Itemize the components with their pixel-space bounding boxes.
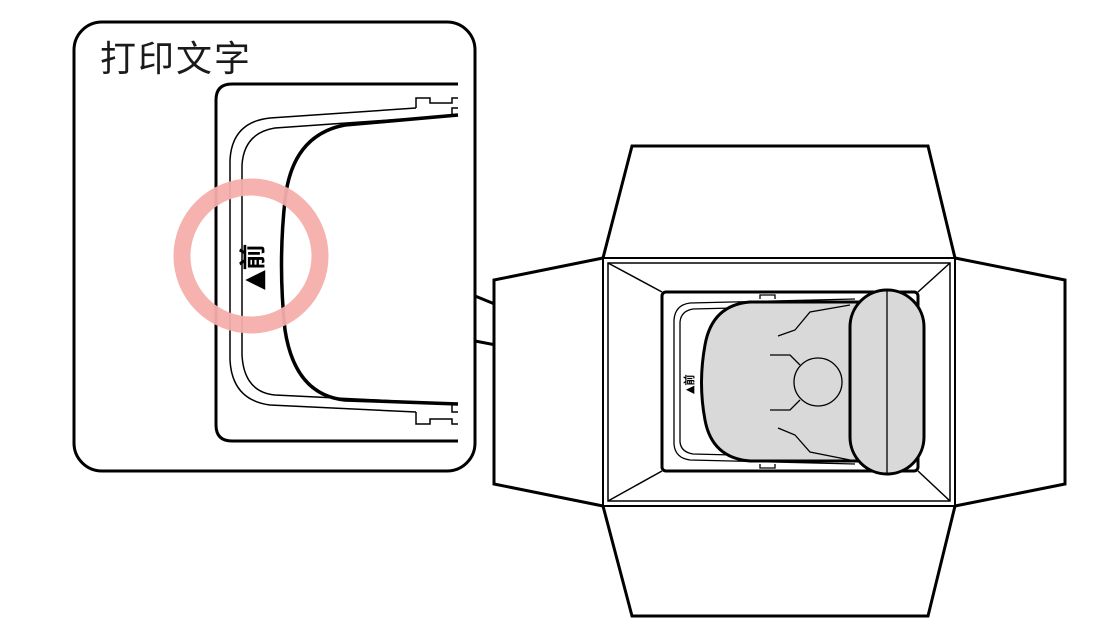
callout-title: 打印文字: [100, 39, 253, 80]
left-flap: [492, 256, 604, 508]
small-inner-frame-2: [679, 304, 856, 459]
printer-top-view: ▲前: [492, 144, 1067, 618]
callout-panel: ▲前: [72, 20, 477, 473]
zoomed-platen-outline: [214, 82, 458, 443]
zoomed-garment-edge: [279, 113, 459, 406]
top-flap: [601, 144, 957, 259]
highlight-circle: [173, 178, 329, 334]
right-flap: [954, 256, 1067, 508]
zoomed-inner-frame: [229, 107, 417, 413]
small-inner-frame: [673, 298, 856, 465]
zoomed-front-marker: ▲前: [238, 244, 269, 290]
bottom-flap: [601, 505, 957, 618]
small-front-marker: ▲前: [682, 375, 696, 394]
printer-bevel: [607, 262, 951, 502]
garment: [700, 300, 872, 463]
callout-frame: [72, 20, 477, 473]
garment-folds: [770, 304, 851, 461]
zoomed-inner-frame-2: [241, 117, 419, 403]
